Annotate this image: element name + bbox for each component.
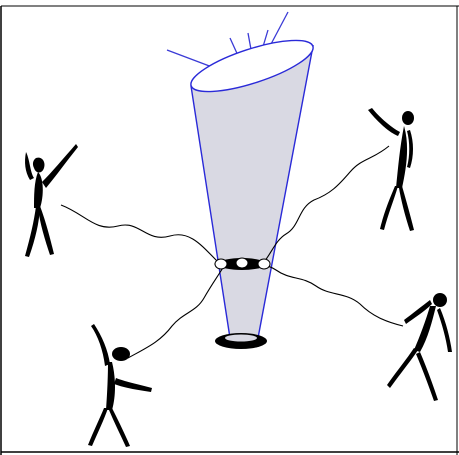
figure-leg [387,348,418,388]
figure-top-right [368,108,414,231]
figure-arm [91,324,110,366]
ring-bead [215,259,227,269]
figure-arm [407,130,413,168]
base-inner [225,335,257,342]
figure-arm [25,152,34,180]
cone-shape [186,30,318,338]
figure-head [33,158,45,173]
figure-top-left [25,144,78,257]
figure-arm [368,108,400,136]
ring-bead [236,258,248,268]
figure-leg [25,206,40,257]
figure-torso [34,172,43,208]
figure-head [402,111,414,125]
figure-bottom-right [387,293,452,401]
figure-leg [399,186,414,231]
figure-leg [88,408,108,446]
figure-head [112,347,130,361]
figure-arm [114,378,152,392]
bead-ring [214,258,270,270]
black-base [215,333,267,349]
figure-leg [109,408,130,447]
figure-arm [42,144,78,188]
cord-top-left [61,205,218,262]
figure-leg [416,352,438,401]
figure-head [433,293,447,307]
ring-bead [258,259,270,269]
cord-bottom-left [128,266,224,358]
figure-leg [380,186,398,230]
figure-leg [38,206,54,255]
figure-torso [106,362,115,410]
figure-bottom-left [88,324,152,447]
figure-arm [437,308,452,352]
cord-bottom-right [264,264,403,326]
